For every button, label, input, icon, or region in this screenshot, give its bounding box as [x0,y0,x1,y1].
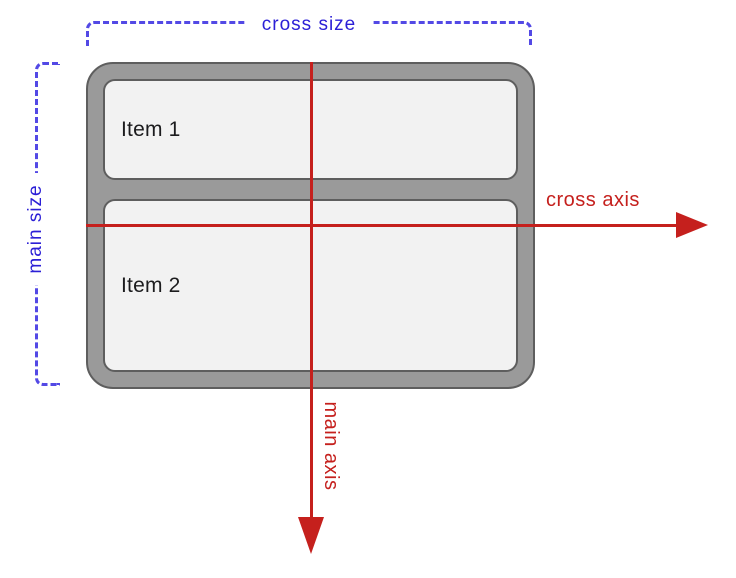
main-axis-label: main axis [320,401,342,491]
cross-axis-line [86,224,678,227]
cross-size-label: cross size [245,12,373,38]
cross-axis-label: cross axis [546,189,640,211]
flex-item-1-label: Item 1 [121,117,181,141]
cross-size-bracket: cross size [86,12,532,46]
main-size-label: main size [23,173,49,285]
arrow-down-icon [298,517,324,554]
arrow-right-icon [676,212,708,238]
flex-item-2-label: Item 2 [121,273,181,297]
main-axis-line [310,62,313,517]
